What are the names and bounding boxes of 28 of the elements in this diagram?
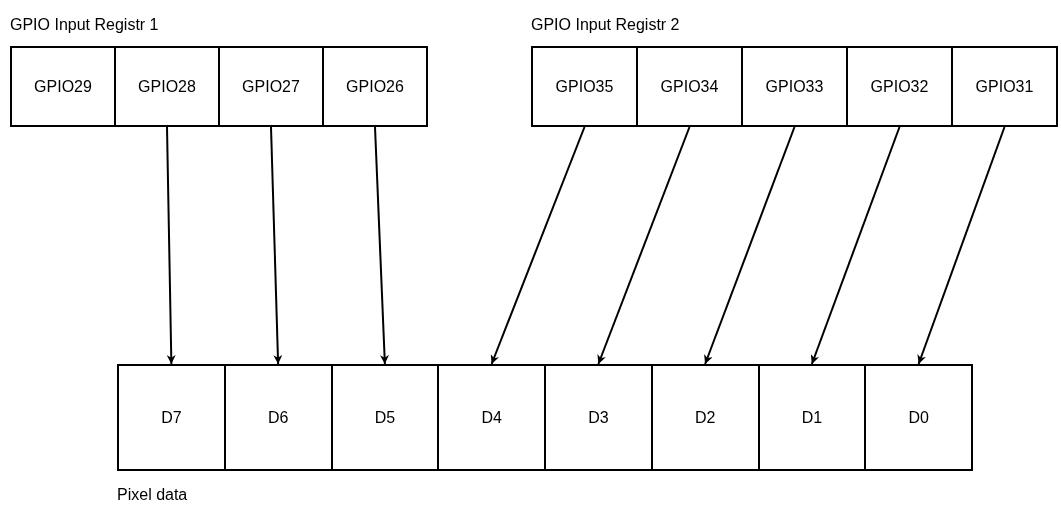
bit-cell: GPIO32: [846, 46, 953, 127]
bit-cell: GPIO35: [531, 46, 638, 127]
bit-cell: D0: [864, 364, 973, 471]
arrow: [270, 126, 283, 365]
bit-cell: GPIO27: [218, 46, 324, 127]
bit-cell: D4: [437, 364, 546, 471]
bit-cell: GPIO31: [951, 46, 1058, 127]
bit-cell: GPIO29: [10, 46, 116, 127]
bit-cell: GPIO28: [114, 46, 220, 127]
arrow: [917, 126, 1006, 365]
bit-cell: GPIO26: [322, 46, 428, 127]
arrow: [490, 126, 586, 365]
bit-cell: D7: [117, 364, 226, 471]
bit-cell: D3: [544, 364, 653, 471]
bit-cell: D2: [650, 364, 760, 471]
register-heading: GPIO Input Registr 2: [531, 16, 680, 34]
arrow: [166, 126, 176, 365]
register-heading: GPIO Input Registr 1: [10, 16, 159, 34]
bit-cell: D5: [330, 364, 440, 471]
bit-cell: GPIO33: [741, 46, 848, 127]
arrow: [597, 126, 691, 365]
bit-cell: D6: [223, 364, 333, 471]
bit-cell: D1: [757, 364, 867, 471]
register-heading: Pixel data: [117, 486, 188, 504]
bit-cell: GPIO34: [636, 46, 743, 127]
arrow: [704, 126, 796, 365]
arrow: [810, 126, 901, 365]
arrow: [374, 126, 389, 365]
